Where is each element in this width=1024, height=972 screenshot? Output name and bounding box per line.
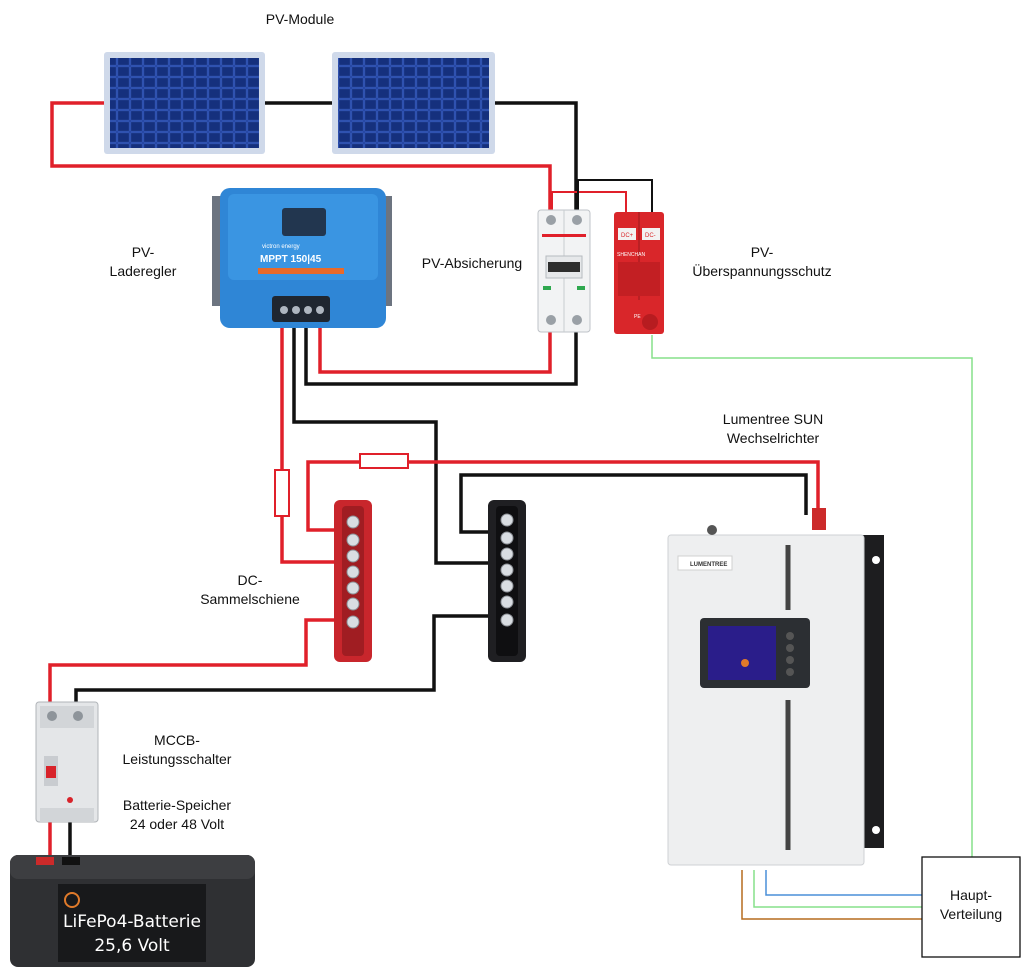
wire-bus-mccb-positive [48, 618, 342, 705]
mccb-breaker [35, 701, 99, 823]
label-battery-storage: Batterie-Speicher 24 oder 48 Volt [104, 796, 250, 834]
wire-pv-negative [492, 101, 578, 210]
wire-mppt-bus-negative [292, 318, 492, 565]
label-inverter-line1: Lumentree SUN [722, 411, 824, 427]
inline-fuse-horizontal [359, 453, 409, 469]
label-battery-storage-line2: 24 oder 48 Volt [129, 816, 225, 832]
label-surge-line1: PV- [750, 244, 774, 260]
lumentree-brand-text: LUMENTREE [690, 562, 727, 568]
wire-bus-inverter-negative [459, 473, 808, 534]
busbar-positive [334, 500, 372, 662]
label-main-distribution: Haupt- Verteilung [922, 886, 1020, 924]
wire-fuse-mppt-negative [304, 318, 578, 386]
label-charge-controller-line2: Laderegler [109, 263, 177, 279]
wire-ac-neutral [765, 870, 922, 896]
mppt-model-text: MPPT 150|45 [260, 254, 322, 265]
wire-pv-positive [50, 101, 552, 210]
label-pv-module-text: PV-Module [265, 11, 335, 27]
spd-brand-text: SHENCHAN [617, 252, 645, 258]
charge-controller: MPPT 150|45 victron energy [212, 188, 392, 328]
label-charge-controller-line1: PV- [131, 244, 155, 260]
label-pv-fuse-text: PV-Absicherung [421, 255, 523, 271]
surge-protector: DC+ DC- SHENCHAN PE [614, 212, 664, 334]
label-surge-line2: Überspannungsschutz [692, 263, 832, 279]
pv-panel-left [104, 52, 265, 154]
spd-pe-text: PE [634, 314, 641, 320]
label-charge-controller: PV- Laderegler [96, 243, 190, 281]
pv-panel-right [332, 52, 495, 154]
label-mccb: MCCB- Leistungsschalter [104, 731, 250, 769]
label-inverter: Lumentree SUN Wechselrichter [708, 410, 838, 448]
spd-dcplus-text: DC+ [621, 233, 634, 239]
wire-mppt-bus-positive [280, 318, 338, 564]
spd-dcminus-text: DC- [645, 233, 656, 239]
label-battery: LiFePo4-Batterie 25,6 Volt [58, 910, 206, 958]
wire-ac-line [741, 870, 922, 920]
victron-brand-text: victron energy [262, 244, 300, 250]
label-main-distribution-line2: Verteilung [939, 906, 1003, 922]
wire-bus-mccb-negative [74, 614, 494, 705]
label-busbar-line2: Sammelschiene [200, 591, 300, 607]
wire-ac-earth [753, 870, 922, 908]
label-battery-line2: 25,6 Volt [94, 936, 170, 956]
inline-fuse-vertical [274, 469, 290, 517]
wire-bus-inverter-positive [306, 460, 820, 532]
label-busbar: DC- Sammelschiene [180, 571, 320, 609]
label-busbar-line1: DC- [237, 572, 263, 588]
wire-fuse-spd-positive [551, 191, 627, 212]
wire-fuse-mppt-positive [318, 318, 552, 374]
label-mccb-line2: Leistungsschalter [122, 751, 232, 767]
battery [10, 855, 255, 967]
label-main-distribution-line1: Haupt- [949, 887, 993, 903]
wire-fuse-spd-negative [577, 179, 653, 212]
label-battery-line1: LiFePo4-Batterie [63, 912, 201, 932]
label-mccb-line1: MCCB- [154, 732, 200, 748]
label-pv-fuse: PV-Absicherung [410, 254, 534, 273]
wires [48, 101, 973, 920]
label-inverter-line2: Wechselrichter [726, 430, 820, 446]
label-surge: PV- Überspannungsschutz [682, 243, 842, 281]
pv-breaker [537, 209, 591, 333]
label-pv-module: PV-Module [240, 10, 360, 29]
wire-earth-spd [651, 335, 973, 857]
busbar-negative [488, 500, 526, 662]
label-battery-storage-line1: Batterie-Speicher [122, 797, 232, 813]
main-distribution-box [921, 856, 1021, 958]
inverter: LUMENTREE [667, 508, 884, 866]
